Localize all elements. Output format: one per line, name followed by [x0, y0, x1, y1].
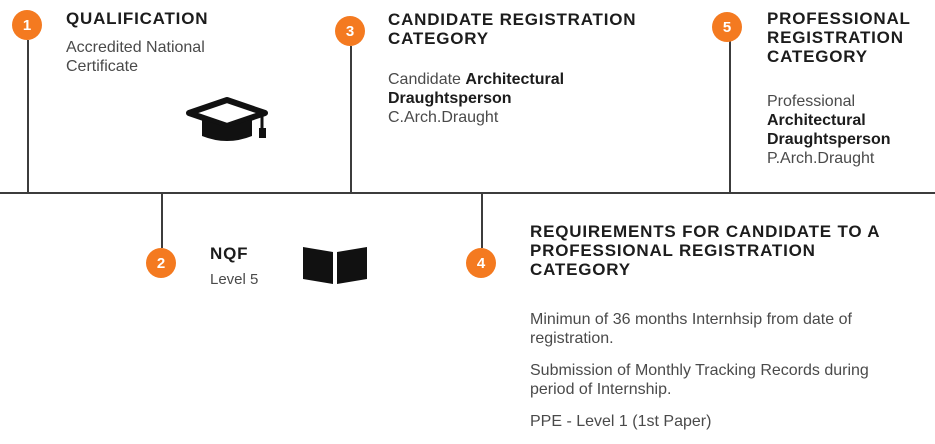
- step-4-title: REQUIREMENTS FOR CANDIDATE TO A PROFESSI…: [530, 222, 880, 279]
- step-3-emphasis: Architectural Draughtsperson: [388, 71, 565, 107]
- connector-5: [729, 40, 731, 193]
- connector-1: [27, 40, 29, 193]
- step-2-text: Level 5: [210, 271, 259, 288]
- step-5-abbrev: P.Arch.Draught: [767, 150, 875, 167]
- step-3-details: Candidate Architectural Draughtsperson C…: [388, 70, 618, 127]
- open-book-icon: [303, 247, 367, 284]
- step-5-details: Professional Architectural Draughtsperso…: [767, 92, 932, 168]
- step-3-badge: 3: [335, 16, 365, 46]
- step-5-title: PROFESSIONAL REGISTRATION CATEGORY: [767, 9, 911, 66]
- step-3-prefix: Candidate: [388, 71, 461, 88]
- connector-2: [161, 193, 163, 248]
- connector-3: [350, 46, 352, 193]
- step-4-badge: 4: [466, 248, 496, 278]
- step-2-badge: 2: [146, 248, 176, 278]
- step-3-abbrev: C.Arch.Draught: [388, 109, 499, 126]
- requirement-2: Submission of Monthly Tracking Records d…: [530, 362, 869, 398]
- step-5-prefix: Professional: [767, 93, 856, 110]
- graduation-cap-icon: [186, 97, 268, 141]
- step-5-badge: 5: [712, 12, 742, 42]
- connector-4: [481, 193, 483, 248]
- step-4-requirements: Minimun of 36 months Internhsip from dat…: [530, 310, 910, 444]
- step-1-text: Accredited National Certificate: [66, 39, 205, 75]
- step-3-title: CANDIDATE REGISTRATION CATEGORY: [388, 10, 637, 48]
- requirement-1: Minimun of 36 months Internhsip from dat…: [530, 311, 852, 347]
- step-5-emphasis: Architectural Draughtsperson: [767, 112, 891, 148]
- timeline-axis: [0, 192, 935, 194]
- step-1-badge: 1: [12, 10, 42, 40]
- step-2-title: NQF: [210, 244, 249, 263]
- step-1-title: QUALIFICATION: [66, 9, 209, 28]
- requirement-3: PPE - Level 1 (1st Paper): [530, 413, 712, 430]
